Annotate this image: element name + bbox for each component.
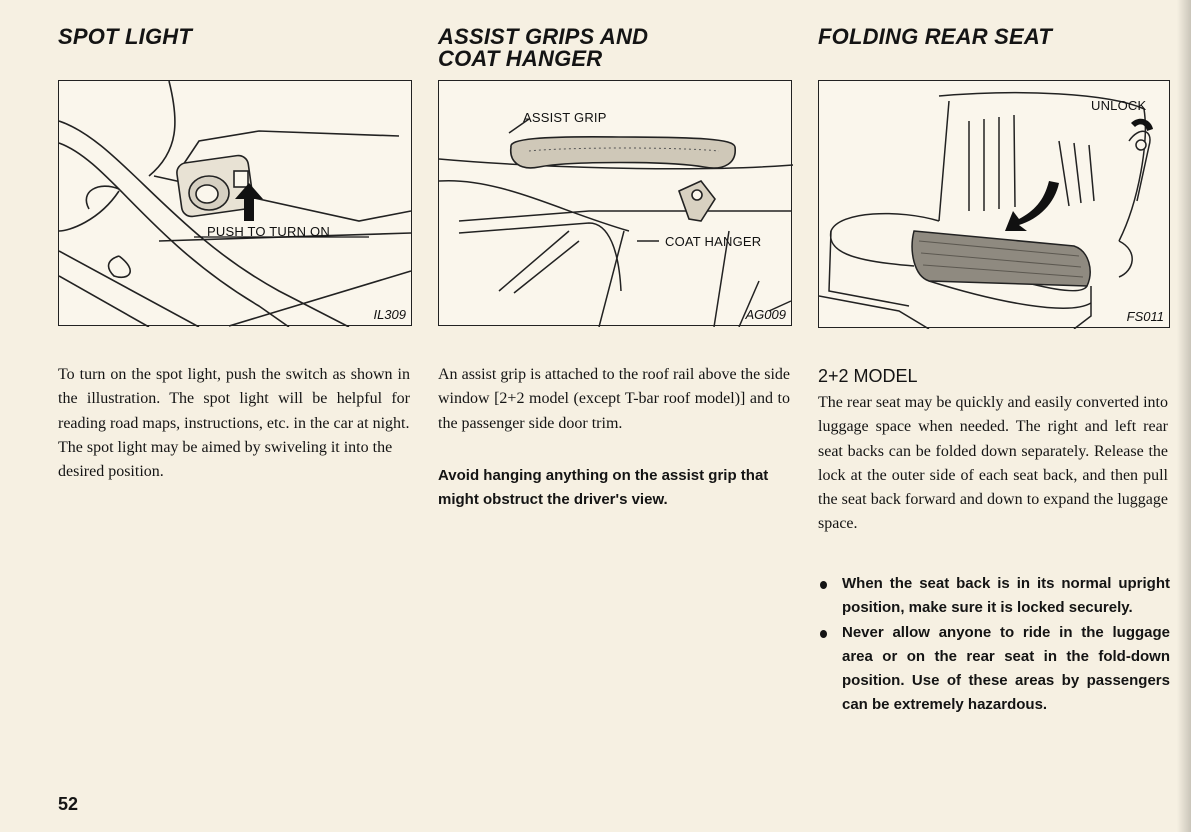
- folding-seat-drawing: [819, 91, 1153, 329]
- assist-grips-body: An assist grip is attached to the roof r…: [438, 363, 790, 436]
- spot-light-paragraph-2: The spot light may be aimed by swiveling…: [58, 438, 393, 481]
- assist-grips-paragraph: An assist grip is attached to the roof r…: [438, 366, 790, 432]
- figure-code: IL309: [373, 307, 406, 322]
- assist-grips-title: ASSIST GRIPS AND COAT HANGER: [438, 26, 648, 70]
- folding-seat-title: FOLDING REAR SEAT: [818, 24, 1052, 49]
- assist-grips-title-line-2: COAT HANGER: [438, 46, 603, 71]
- figure-code: FS011: [1126, 309, 1164, 324]
- spot-light-illustration: PUSH TO TURN ON IL309: [58, 80, 412, 327]
- warning-text: When the seat back is in its normal upri…: [842, 575, 1170, 617]
- assist-grip-drawing: [439, 118, 793, 327]
- list-item: When the seat back is in its normal upri…: [818, 572, 1170, 621]
- assist-grip-illustration: ASSIST GRIP COAT HANGER AG009: [438, 80, 793, 327]
- model-subheading: 2+2 MODEL: [818, 366, 918, 386]
- figure-code: AG009: [745, 307, 786, 322]
- assist-grips-title-line-1: ASSIST GRIPS AND: [438, 24, 649, 49]
- folding-seat-warnings: When the seat back is in its normal upri…: [818, 572, 1170, 718]
- coat-hanger-callout: COAT HANGER: [665, 234, 762, 249]
- push-to-turn-on-callout: PUSH TO TURN ON: [207, 224, 330, 239]
- assist-grip-callout: ASSIST GRIP: [523, 110, 607, 125]
- warning-text: Never allow anyone to ride in the luggag…: [842, 623, 1170, 714]
- folding-seat-paragraph: The rear seat may be quickly and easily …: [818, 394, 1168, 533]
- bullet-icon: [820, 629, 827, 638]
- unlock-callout: UNLOCK: [1091, 98, 1147, 113]
- list-item: Never allow anyone to ride in the luggag…: [818, 621, 1170, 718]
- spot-light-body: To turn on the spot light, push the swit…: [58, 363, 410, 484]
- bullet-icon: [820, 581, 827, 589]
- page-binding-shadow: [1177, 0, 1191, 832]
- spot-light-title: SPOT LIGHT: [58, 24, 192, 49]
- spot-light-drawing: [59, 81, 412, 327]
- spot-light-paragraph-1: To turn on the spot light, push the swit…: [58, 366, 410, 432]
- folding-seat-illustration: UNLOCK FS011: [818, 80, 1170, 329]
- page-number: 52: [58, 794, 79, 814]
- assist-grips-warning: Avoid hanging anything on the assist gri…: [438, 467, 769, 508]
- folding-seat-body: The rear seat may be quickly and easily …: [818, 391, 1168, 537]
